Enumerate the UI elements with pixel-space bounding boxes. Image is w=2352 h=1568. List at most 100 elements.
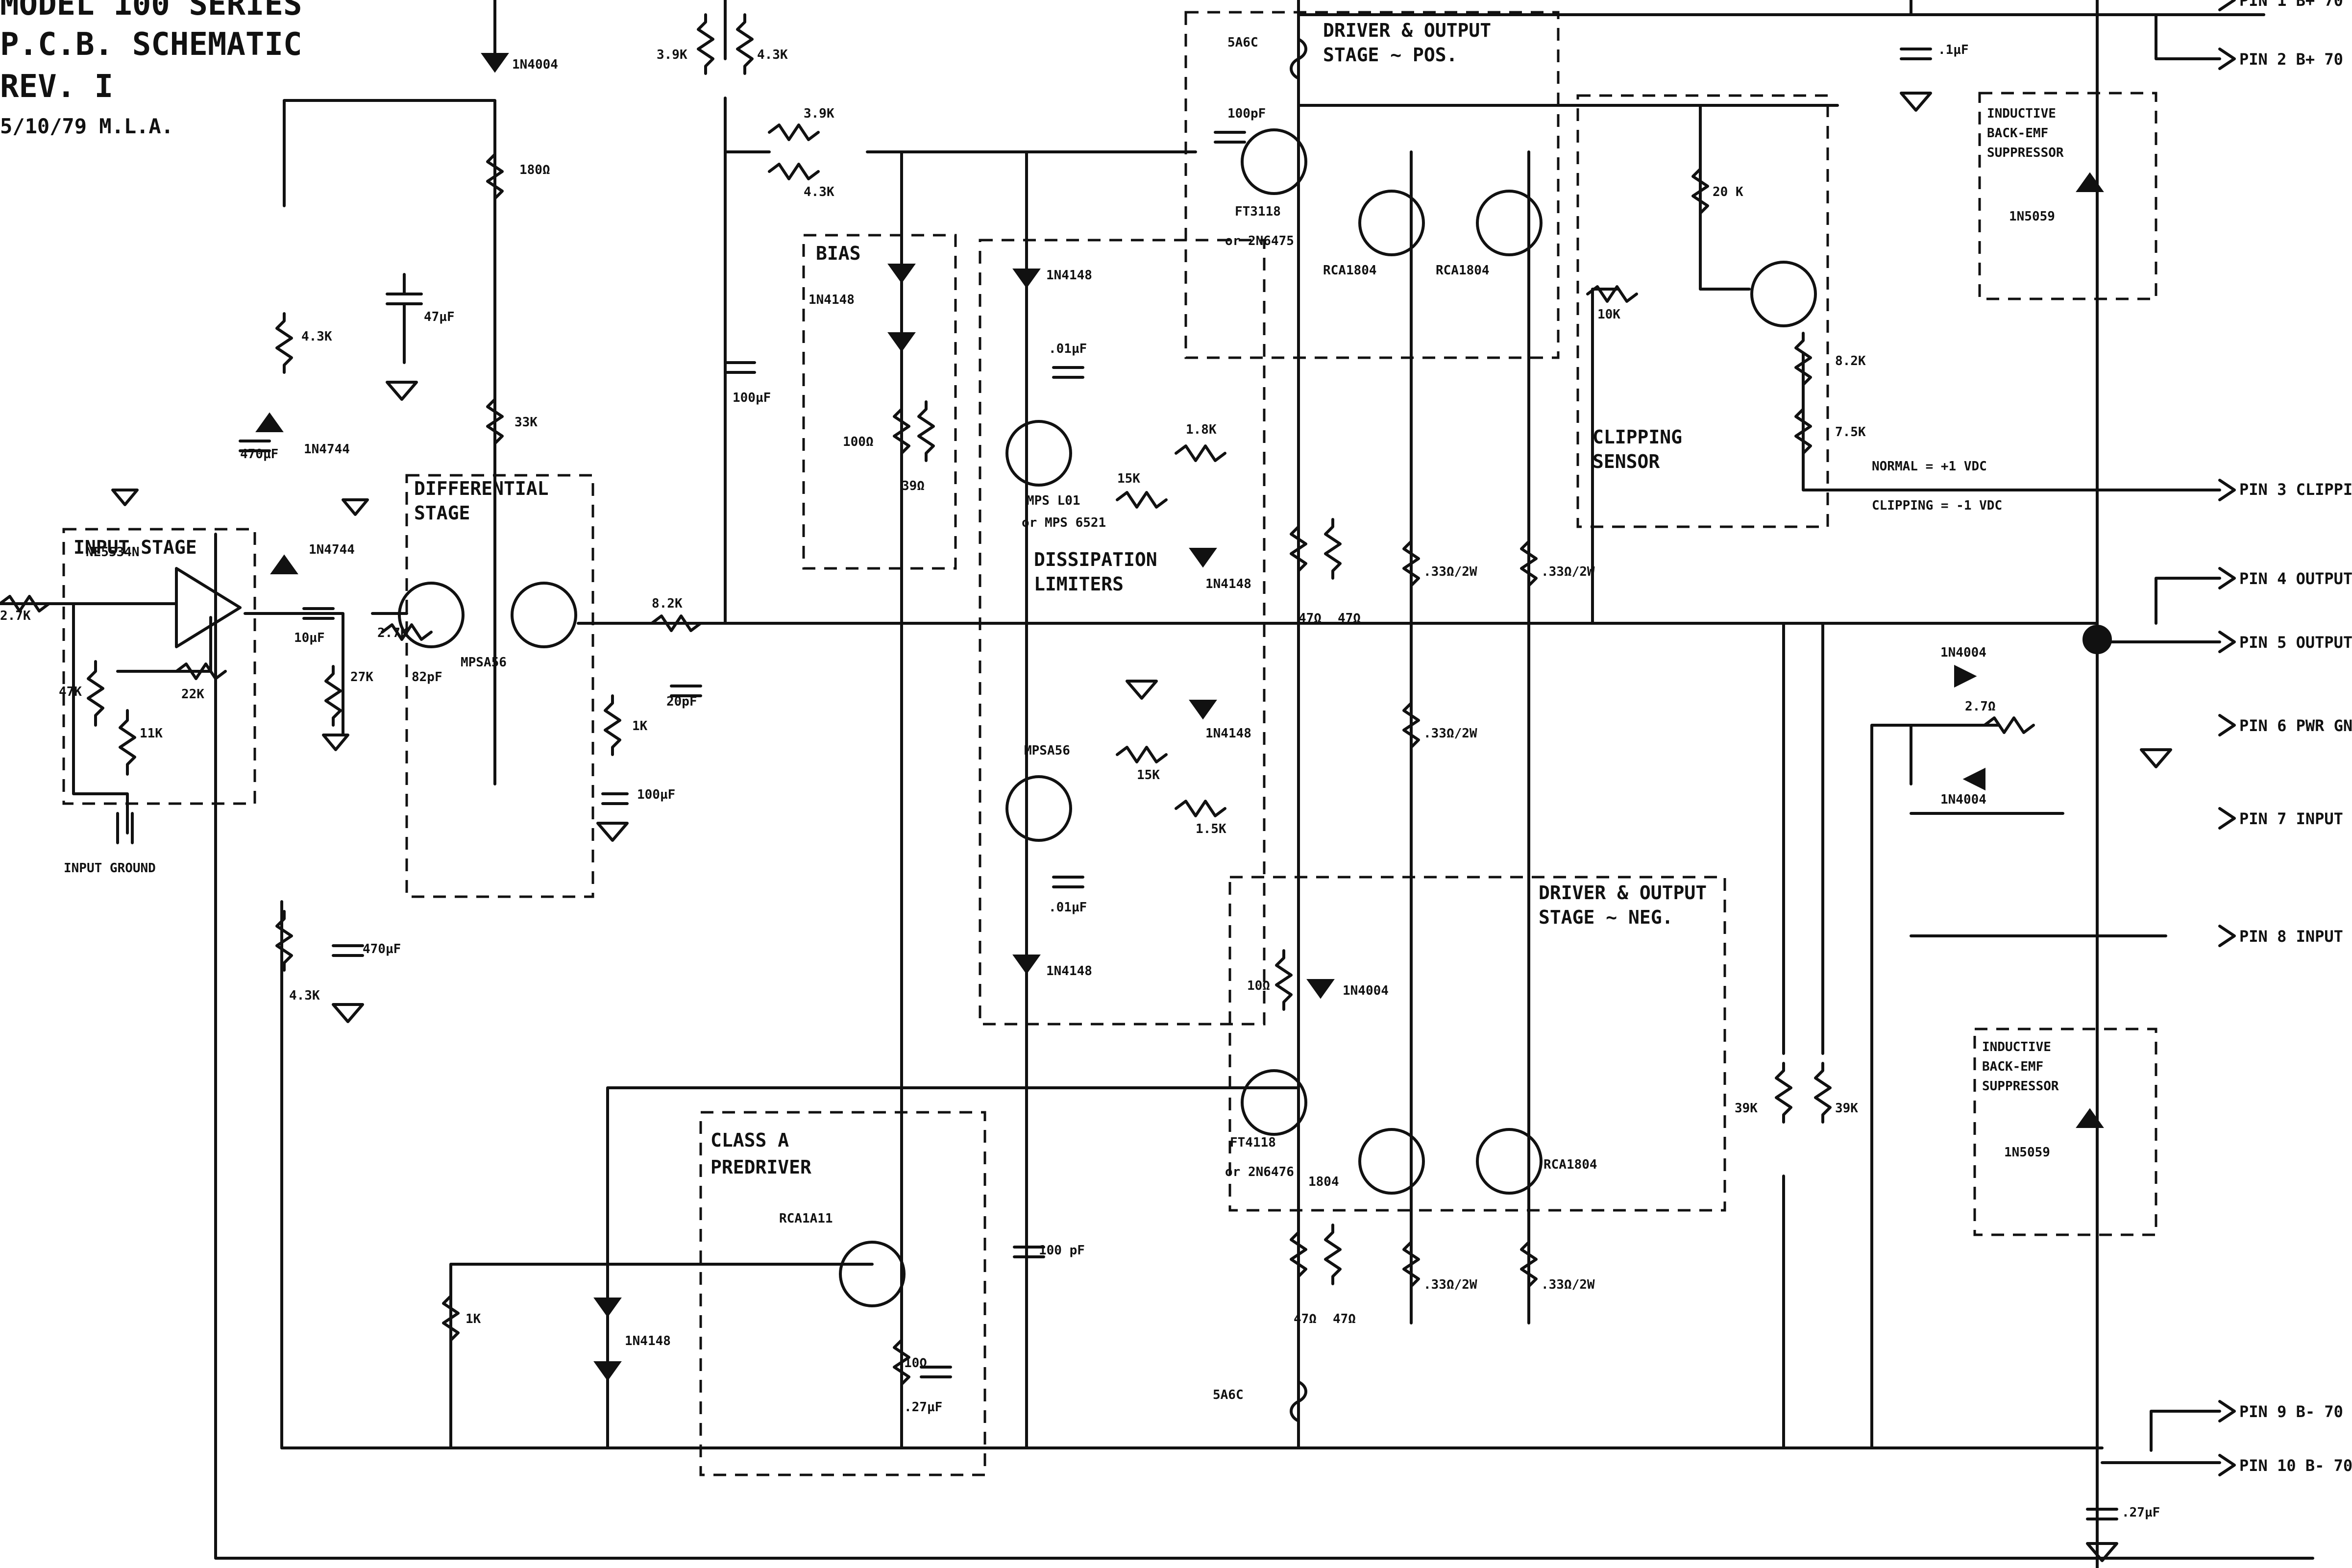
label-q-rca1804-b: RCA1804 bbox=[1436, 263, 1490, 278]
label-r-39: 39Ω bbox=[902, 479, 925, 493]
pin-label-4: PIN 4 OUTPUT bbox=[2239, 569, 2352, 588]
label-r-2k7-in: 2.7K bbox=[0, 609, 31, 623]
wire-predriver bbox=[449, 1086, 1256, 1449]
label-r-10-neg: 10Ω bbox=[1247, 979, 1270, 993]
transistor-rca1a11 bbox=[839, 1241, 906, 1307]
resistor-input-2k7 bbox=[0, 595, 50, 612]
label-backemf-bottom-3: SUPPRESSOR bbox=[1982, 1079, 2059, 1094]
label-r-47-b: 47Ω bbox=[1338, 611, 1361, 626]
diode-1n4744-a bbox=[255, 412, 284, 432]
label-r-3k9-a: 3.9K bbox=[657, 48, 687, 62]
label-backemf-top-3: SUPPRESSOR bbox=[1987, 146, 2064, 160]
pin-label-6: PIN 6 PWR GND bbox=[2239, 716, 2352, 735]
opamp-symbol bbox=[175, 567, 242, 648]
label-input-stage: INPUT STAGE bbox=[74, 537, 197, 558]
resistor-1k-pre bbox=[442, 1287, 460, 1349]
ground-symbols bbox=[111, 92, 2172, 1562]
label-r-033-e: .33Ω/2W bbox=[1541, 1277, 1595, 1292]
label-d-1n4004-top: 1N4004 bbox=[512, 57, 558, 72]
label-dissipation-1: DISSIPATION bbox=[1034, 549, 1157, 570]
label-r-033-a: .33Ω/2W bbox=[1423, 564, 1477, 579]
fuse-5a6c-top bbox=[1290, 38, 1307, 80]
label-d-1n5059-b: 1N5059 bbox=[2004, 1145, 2050, 1160]
pin-label-1: PIN 1 B+ 70 bbox=[2239, 0, 2343, 10]
label-q-ft3118: FT3118 bbox=[1235, 204, 1281, 219]
label-c-100uf-b: 100µF bbox=[637, 787, 675, 802]
label-dissipation-2: LIMITERS bbox=[1034, 573, 1124, 595]
title-date-author: 5/10/79 M.L.A. bbox=[0, 114, 173, 138]
label-r-033-c: .33Ω/2W bbox=[1423, 726, 1477, 741]
block-differential-stage bbox=[405, 474, 594, 898]
label-c-47uf: 47µF bbox=[424, 310, 455, 324]
resistor-10-neg bbox=[1275, 949, 1293, 1011]
pin-label-3: PIN 3 CLIPPING INDICATOR bbox=[2239, 480, 2352, 499]
label-driver-neg-1: DRIVER & OUTPUT bbox=[1539, 882, 1707, 904]
capacitor-20pf bbox=[670, 685, 702, 697]
capacitor-100uf-b bbox=[601, 792, 629, 805]
label-clipping-2: SENSOR bbox=[1592, 451, 1660, 472]
title-schematic: P.C.B. SCHEMATIC bbox=[0, 26, 302, 63]
label-c-100pf-mid: 100 pF bbox=[1039, 1243, 1085, 1258]
resistor-33k bbox=[486, 391, 504, 452]
title-model: MODEL 100 SERIES bbox=[0, 0, 302, 23]
capacitor-470uf-a bbox=[239, 440, 271, 452]
resistor-3k9-a bbox=[697, 13, 714, 75]
resistor-10-pre bbox=[893, 1331, 910, 1393]
pin-label-2: PIN 2 B+ 70 bbox=[2239, 50, 2343, 69]
label-r-15k-b: 15K bbox=[1137, 768, 1160, 783]
pin-label-5: PIN 5 OUTPUT bbox=[2239, 633, 2352, 652]
block-labels: INPUT STAGE DIFFERENTIAL STAGE BIAS DISS… bbox=[74, 20, 2064, 1178]
resistor-033-e bbox=[1520, 1233, 1538, 1295]
resistor-033-c bbox=[1402, 694, 1420, 756]
label-d-1n4744-b: 1N4744 bbox=[309, 542, 355, 557]
label-r-39k-a: 39K bbox=[1735, 1101, 1758, 1116]
capacitor-470uf-b bbox=[332, 944, 364, 957]
label-q-mps6521: or MPS 6521 bbox=[1022, 515, 1106, 530]
wire-top-rail bbox=[1297, 0, 2265, 16]
label-class-a-2: PREDRIVER bbox=[710, 1156, 811, 1178]
diode-1n4148-c bbox=[1189, 700, 1217, 720]
diode-1n4148-d bbox=[1012, 955, 1041, 975]
label-r-4k3-a: 4.3K bbox=[301, 329, 332, 344]
pin-label-8: PIN 8 INPUT bbox=[2239, 927, 2343, 946]
resistor-47-c bbox=[1290, 1224, 1307, 1285]
capacitor-27uf-bot bbox=[2086, 1508, 2118, 1520]
resistor-7k5 bbox=[1794, 400, 1812, 462]
wire-bias-feed bbox=[724, 0, 1197, 625]
label-r-20k: 20 K bbox=[1713, 185, 1743, 199]
label-r-47k-in: 47K bbox=[59, 685, 82, 699]
label-r-4k3-b: 4.3K bbox=[289, 988, 320, 1003]
title-block: MODEL 100 SERIES P.C.B. SCHEMATIC REV. I… bbox=[0, 0, 302, 138]
label-q-rca1804-c: RCA1804 bbox=[1544, 1157, 1597, 1172]
output-junction-dot bbox=[2082, 625, 2112, 654]
label-r-10k: 10K bbox=[1597, 307, 1620, 322]
label-clipping-1: CLIPPING bbox=[1592, 426, 1682, 448]
diode-1n5059-a bbox=[2076, 172, 2104, 192]
label-d-1n4148-e: 1N4148 bbox=[625, 1334, 671, 1348]
capacitor-100pf-mid bbox=[1013, 1246, 1045, 1258]
diode-1n4004-neg bbox=[1306, 979, 1335, 999]
label-r-4k3-c: 4.3K bbox=[757, 48, 788, 62]
transistor-ft4118 bbox=[1241, 1069, 1307, 1136]
label-q-mpsl01: MPS L01 bbox=[1027, 493, 1080, 508]
block-dissipation-limiters bbox=[979, 239, 1266, 1026]
diode-1n4004-top bbox=[481, 53, 509, 73]
label-r-11k: 11K bbox=[140, 726, 163, 741]
label-q-rca1a11: RCA1A11 bbox=[779, 1211, 833, 1226]
label-r-10-pre: 10Ω bbox=[904, 1356, 927, 1371]
label-c-82pf: 82pF bbox=[412, 670, 442, 685]
label-q-2n6475: or 2N6475 bbox=[1225, 234, 1294, 248]
capacitor-47uf bbox=[386, 273, 423, 364]
resistor-4k3-c bbox=[736, 13, 754, 75]
label-d-1n4148-b: 1N4148 bbox=[1205, 577, 1251, 591]
label-d-1n4148-a: 1N4148 bbox=[1046, 268, 1092, 283]
label-differential-2: STAGE bbox=[414, 502, 470, 524]
wire-input-pins bbox=[1910, 812, 2167, 937]
label-d-1n4004-b: 1N4004 bbox=[1940, 792, 1986, 807]
transistor-mpsa56-b bbox=[511, 582, 577, 648]
diode-1n4148-b bbox=[1189, 548, 1217, 568]
resistor-10k bbox=[1586, 285, 1638, 303]
label-q-mpsa56-b: MPSA56 bbox=[1024, 743, 1070, 758]
resistor-39k-b bbox=[1814, 1062, 1832, 1124]
